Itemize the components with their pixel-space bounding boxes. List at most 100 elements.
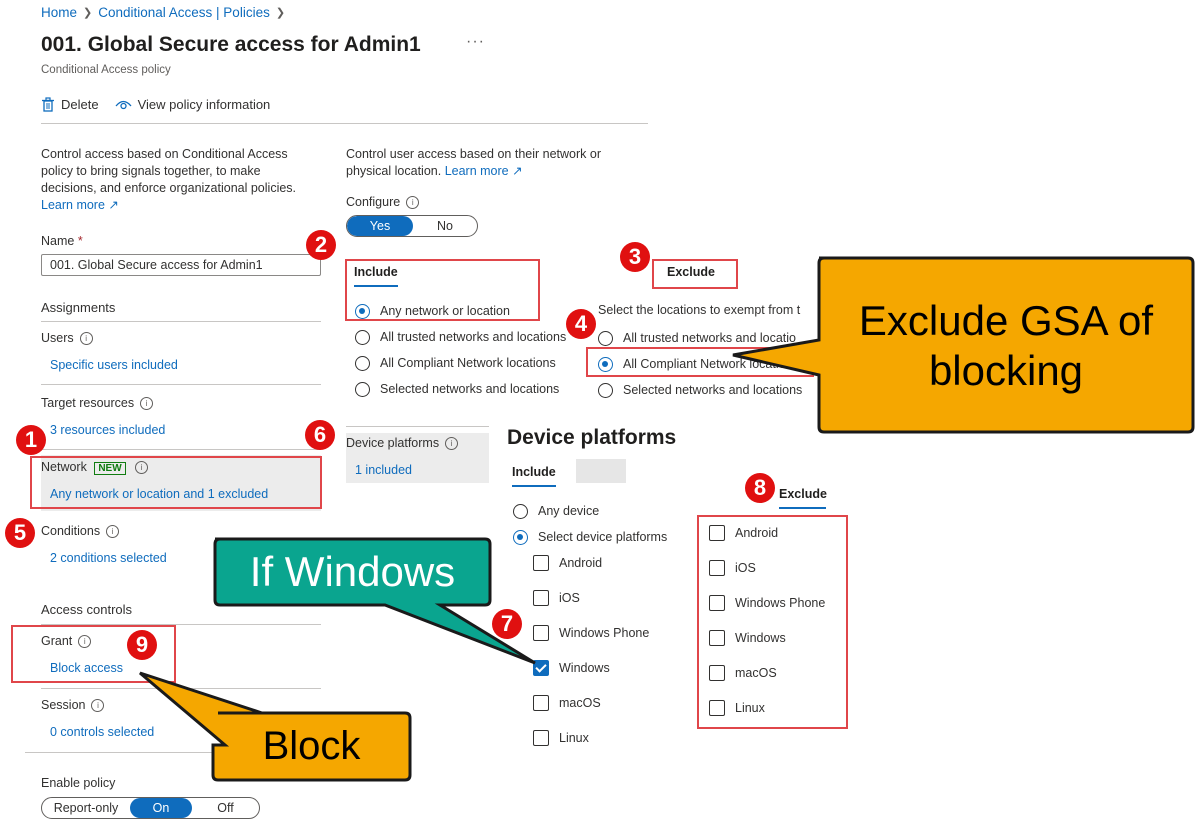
configure-label-text: Configure [346,195,401,209]
option-label: Select device platforms [538,530,668,544]
conditions-value-link[interactable]: 2 conditions selected [50,551,167,565]
device-platforms-label-text: Device platforms [346,436,440,450]
name-label-text: Name [41,234,75,248]
info-icon[interactable]: i [91,699,105,713]
info-icon[interactable]: i [135,461,149,475]
more-options-button[interactable]: ··· [466,33,485,50]
radio[interactable] [355,355,370,371]
name-field[interactable] [41,254,321,276]
include-platform-list: Android iOS Windows Phone Windows macOS … [533,545,649,755]
info-icon[interactable]: i [106,525,120,539]
include-trusted-networks-radio[interactable]: All trusted networks and locations [355,324,566,350]
checkbox[interactable] [533,694,549,711]
include-ios-checkbox[interactable]: iOS [533,580,649,615]
highlight-exclude-platforms [697,515,848,729]
include-any-network-radio[interactable]: Any network or location [355,298,566,324]
include-windows-checkbox[interactable]: Windows [533,650,649,685]
view-policy-info-button[interactable]: View policy information [115,97,270,112]
exclude-linux-checkbox[interactable]: Linux [709,690,825,725]
delete-button[interactable]: Delete [41,97,99,112]
target-resources-link[interactable]: 3 resources included [50,423,166,437]
any-device-radio[interactable]: Any device [513,498,667,524]
breadcrumb: Home ❯ Conditional Access | Policies ❯ [41,5,285,20]
platform-label: Windows Phone [735,595,826,610]
step-badge-6: 6 [305,420,335,450]
radio[interactable] [513,503,528,519]
include-macos-checkbox[interactable]: macOS [533,685,649,720]
exclude-android-checkbox[interactable]: Android [709,515,825,550]
checkbox[interactable] [533,624,549,641]
network-exclude-tab[interactable]: Exclude [667,265,715,279]
info-icon[interactable]: i [79,332,93,346]
option-label: All Compliant Network locations [380,356,556,370]
target-label-text: Target resources [41,396,135,410]
exclude-trusted-networks-radio[interactable]: All trusted networks and locatio [598,325,813,351]
info-icon[interactable]: i [406,196,420,210]
step-badge-7: 7 [492,609,522,639]
session-value-link[interactable]: 0 controls selected [50,725,155,739]
divider [41,624,321,625]
exclude-macos-checkbox[interactable]: macOS [709,655,825,690]
radio[interactable] [598,382,613,398]
highlight-exclude-tab [652,259,738,289]
breadcrumb-policies[interactable]: Conditional Access | Policies [98,5,270,20]
select-device-platforms-radio[interactable]: Select device platforms [513,524,667,550]
grant-value-link[interactable]: Block access [50,661,123,675]
info-icon[interactable]: i [140,397,154,411]
users-value-link[interactable]: Specific users included [50,358,178,372]
include-compliant-network-radio[interactable]: All Compliant Network locations [355,350,566,376]
network-value-link[interactable]: Any network or location and 1 excluded [50,487,269,501]
device-platforms-value-link[interactable]: 1 included [355,463,412,477]
device-platforms-heading: Device platforms [507,426,677,449]
exclude-ios-checkbox[interactable]: iOS [709,550,825,585]
checkbox[interactable] [533,729,549,746]
learn-more-link[interactable]: Learn more [41,198,105,212]
include-android-checkbox[interactable]: Android [533,545,649,580]
exclude-windows-checkbox[interactable]: Windows [709,620,825,655]
checkbox[interactable] [533,554,549,571]
grant-label-text: Grant [41,634,73,648]
option-label: Any device [538,504,600,518]
info-icon[interactable]: i [445,437,459,451]
breadcrumb-home[interactable]: Home [41,5,78,20]
platform-label: Windows Phone [559,625,650,640]
include-selected-networks-radio[interactable]: Selected networks and locations [355,376,566,402]
report-only-option[interactable]: Report-only [53,801,119,815]
network-include-tab[interactable]: Include [354,265,398,287]
exclude-windows-phone-checkbox[interactable]: Windows Phone [709,585,825,620]
page-title: 001. Global Secure access for Admin1 [41,33,421,56]
radio[interactable] [355,381,370,397]
checkbox[interactable] [709,629,725,646]
device-include-tab[interactable]: Include [512,465,556,487]
device-platforms-row-selected[interactable] [346,433,489,483]
checkbox[interactable] [709,699,725,716]
include-windows-phone-checkbox[interactable]: Windows Phone [533,615,649,650]
checkbox[interactable] [709,524,725,541]
highlight-network [30,456,322,509]
checkbox[interactable] [709,594,725,611]
radio-selected[interactable] [513,529,528,545]
info-icon[interactable]: i [78,635,92,649]
radio[interactable] [598,330,613,346]
configure-yes-option[interactable]: Yes [347,216,413,236]
checkbox[interactable] [533,589,549,606]
exclude-selected-networks-radio[interactable]: Selected networks and locations [598,377,813,403]
radio[interactable] [355,329,370,345]
radio-selected[interactable] [355,303,370,319]
include-linux-checkbox[interactable]: Linux [533,720,649,755]
network-learn-more-link[interactable]: Learn more [444,164,509,178]
off-option[interactable]: Off [217,801,234,815]
configure-no-option[interactable]: No [437,219,453,233]
radio-selected[interactable] [598,356,613,372]
device-exclude-tab[interactable]: Exclude [779,487,827,509]
checkbox[interactable] [709,664,725,681]
checkbox-checked[interactable] [533,659,549,676]
platform-label: Linux [735,700,765,715]
checkbox[interactable] [709,559,725,576]
network-row-selected[interactable] [41,455,321,511]
option-label: Selected networks and locations [380,382,560,396]
new-badge: NEW [94,462,126,475]
on-option[interactable]: On [130,798,192,818]
step-badge-4: 4 [566,309,596,339]
